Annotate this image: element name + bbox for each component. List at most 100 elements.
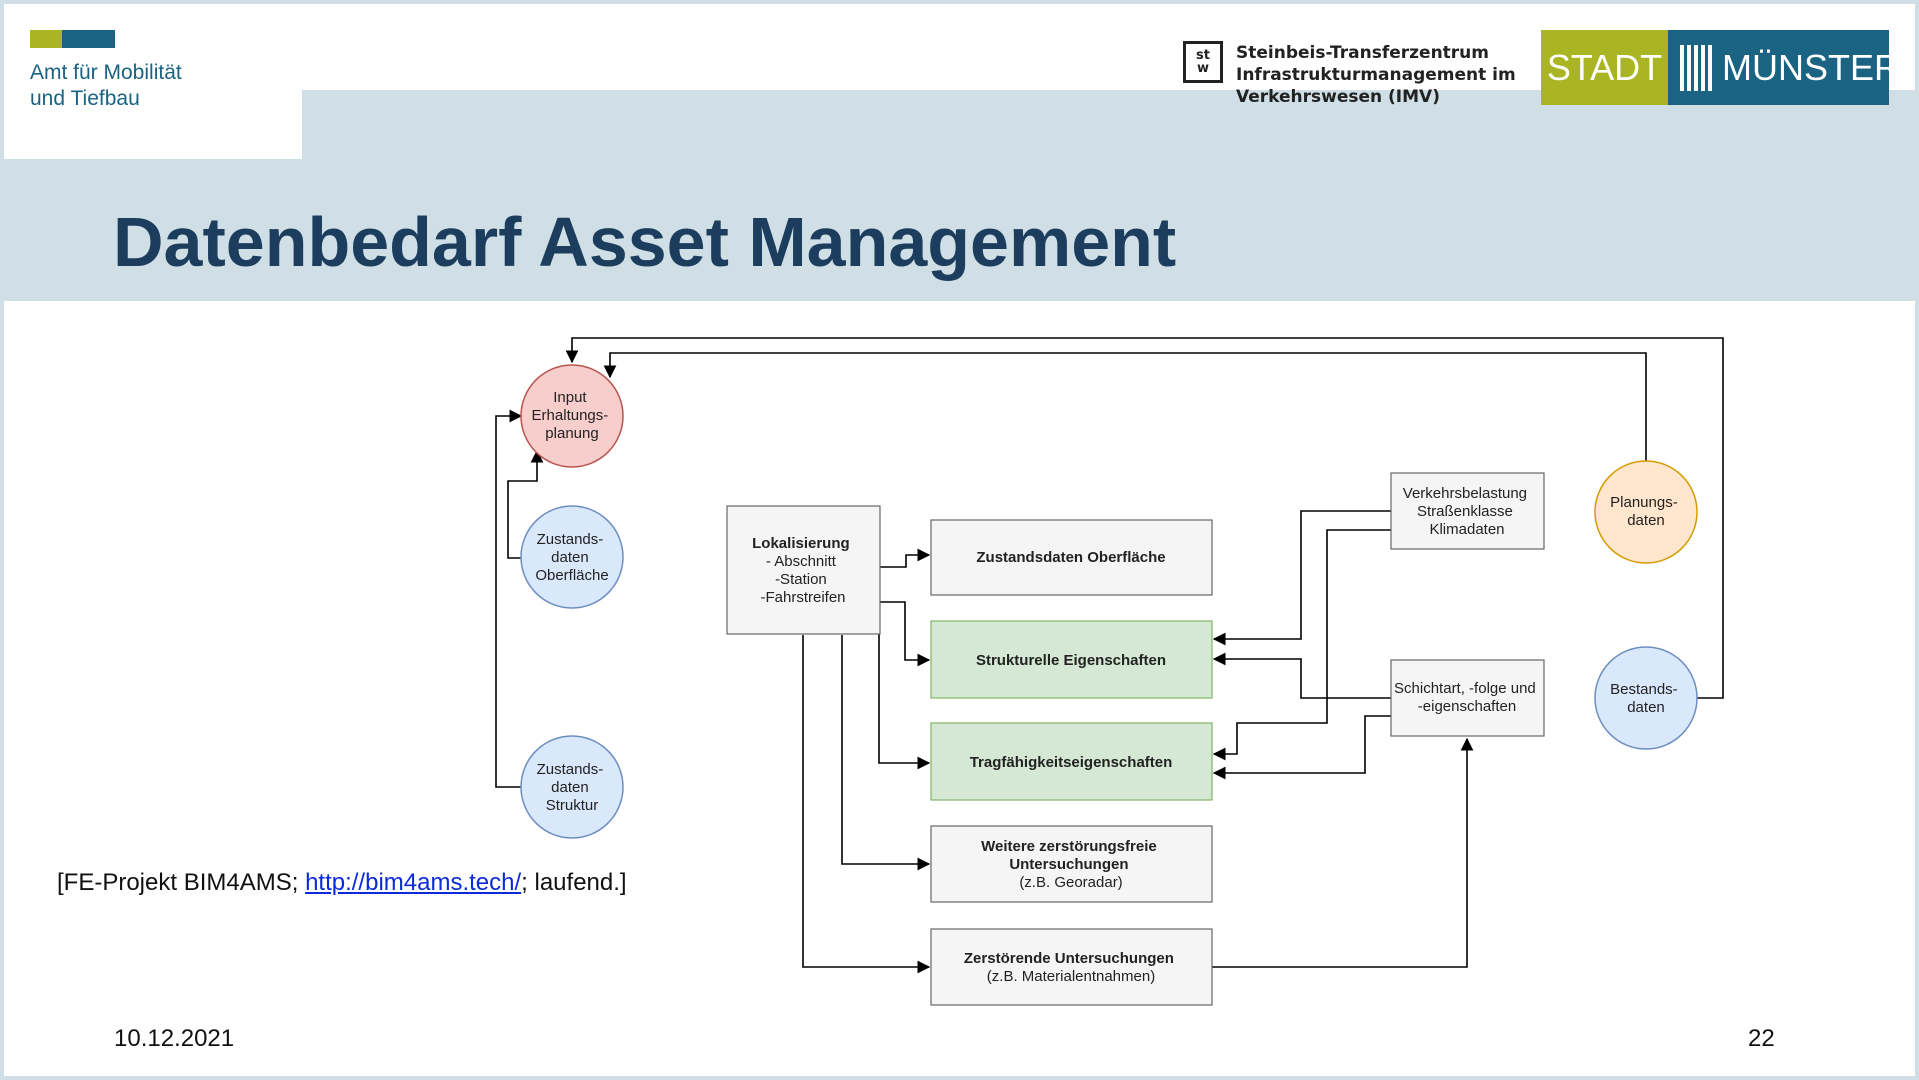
edge-oberflaeche-circle-to-input <box>507 449 544 559</box>
node-zustand-struktur-circle-line-1: Zustands- <box>537 761 604 778</box>
node-weitere-untersuchungen-shape <box>930 825 1213 903</box>
node-verkehrsbelastung-shape <box>1390 472 1545 550</box>
city-logo-muenster-text: MÜNSTER <box>1722 46 1900 88</box>
node-weitere-untersuchungen-line-3: (z.B. Georadar) <box>1019 874 1122 891</box>
node-lokalisierung-line-2: - Abschnitt <box>766 553 837 570</box>
node-zustand-struktur-circle-line-2: daten <box>551 779 589 796</box>
svg-text:Zustandsdaten Oberfläche: Zustandsdaten Oberfläche <box>976 549 1165 566</box>
org-logo-text: Amt für Mobilität und Tiefbau <box>30 61 182 110</box>
node-verkehrsbelastung-line-2: Straßenklasse <box>1417 503 1513 520</box>
citation-link[interactable]: http://bim4ams.tech/ <box>305 869 522 896</box>
svg-text:Weitere zerstörungsfreie: Weitere zerstörungsfreie Untersuchungen … <box>981 838 1161 891</box>
node-zustand-oberflaeche-circle-line-2: daten <box>551 549 589 566</box>
connectors <box>495 337 1724 974</box>
org-logo-bar-blue <box>62 30 115 48</box>
node-zustand-oberflaeche-circle: Zustands- daten Oberfläche <box>520 505 624 609</box>
node-strukturelle-eigenschaften-shape <box>930 620 1213 699</box>
node-verkehrsbelastung-line-3: Klimadaten <box>1429 521 1504 538</box>
node-input-line-2: Erhaltungs- <box>532 407 609 424</box>
edge-planung-to-input <box>603 352 1647 461</box>
citation: [FE-Projekt BIM4AMS; http://bim4ams.tech… <box>57 869 627 897</box>
node-zerstoerende-untersuchungen: Zerstörende Untersuchungen (z.B. Materia… <box>930 928 1213 1006</box>
edge-bestand-to-input <box>565 337 1724 699</box>
node-bestandsdaten: Bestands- daten <box>1594 646 1698 750</box>
edge-lokal-to-zustandsdaten <box>880 548 931 568</box>
node-zustand-struktur-circle: Zustands- daten Struktur <box>520 735 624 839</box>
node-input-line-1: Input <box>553 389 587 406</box>
footer-date: 10.12.2021 <box>114 1025 235 1052</box>
node-schichtart-line-2: -eigenschaften <box>1418 698 1516 715</box>
node-zustandsdaten-oberflaeche: Zustandsdaten Oberfläche <box>930 519 1213 596</box>
citation-suffix: ; laufend.] <box>521 869 627 896</box>
svg-text:Zustands- daten St: Zustands- daten Struktur <box>537 761 608 814</box>
node-tragfaehigkeit-shape <box>930 722 1213 801</box>
node-bestandsdaten-line-2: daten <box>1627 699 1665 716</box>
node-planungsdaten-line-2: daten <box>1627 512 1665 529</box>
node-zerstoerende-untersuchungen-shape <box>930 928 1213 1006</box>
node-input: Input Erhaltungs- planung <box>520 364 624 468</box>
edge-schicht-to-tragfaehigkeit <box>1212 715 1391 780</box>
org-logo-panel <box>4 4 302 159</box>
svg-text:Strukturelle Eigenschaften: Strukturelle Eigenschaften <box>976 652 1166 669</box>
node-zerstoerende-untersuchungen-line-1: Zerstörende Untersuchungen <box>964 950 1174 967</box>
svg-text:Planungs- daten: Planungs- daten <box>1610 494 1682 529</box>
node-zustand-oberflaeche-circle-line-3: Oberfläche <box>535 567 608 584</box>
edge-lokal-to-tragfaehigkeit <box>878 617 931 770</box>
svg-text:Schichtart, -folge und -: Schichtart, -folge und -eigenschaften <box>1394 680 1540 715</box>
edge-zerstoerende-to-schichtart <box>1212 737 1474 968</box>
node-lokalisierung-shape <box>726 505 881 635</box>
node-weitere-untersuchungen-line-1: Weitere zerstörungsfreie <box>981 838 1157 855</box>
node-weitere-untersuchungen: Weitere zerstörungsfreie Untersuchungen … <box>930 825 1213 903</box>
node-lokalisierung-line-4: -Fahrstreifen <box>760 589 845 606</box>
city-logo-pillars-icon <box>1680 44 1712 91</box>
svg-text:Input Erhaltungs-: Input Erhaltungs- planung <box>532 389 613 442</box>
node-verkehrsbelastung-line-1: Verkehrsbelastung <box>1403 485 1527 502</box>
node-tragfaehigkeit: Tragfähigkeitseigenschaften <box>930 722 1213 801</box>
edge-lokal-to-strukturelle <box>880 601 931 667</box>
node-planungsdaten: Planungs- daten <box>1594 460 1698 564</box>
edge-schicht-to-strukturelle <box>1212 652 1391 699</box>
city-logo-muenster: MÜNSTER <box>1668 30 1900 105</box>
node-strukturelle-eigenschaften-label: Strukturelle Eigenschaften <box>976 652 1166 669</box>
stw-logo-icon: st w <box>1183 41 1223 83</box>
edge-lokal-to-weitere <box>841 635 931 871</box>
svg-text:Verkehrsbelastung Straße: Verkehrsbelastung Straßenklasse Klimadat… <box>1403 485 1531 538</box>
org-logo-bar-green <box>30 30 62 48</box>
node-strukturelle-eigenschaften: Strukturelle Eigenschaften <box>930 620 1213 699</box>
node-input-shape <box>520 364 624 468</box>
city-logo-stadt: STADT <box>1541 30 1668 105</box>
partner-logo-text: Steinbeis-Transferzentrum Infrastrukturm… <box>1236 43 1516 107</box>
node-planungsdaten-line-1: Planungs- <box>1610 494 1678 511</box>
svg-text:Zerstörende Untersuchungen: Zerstörende Untersuchungen (z.B. Materia… <box>964 950 1178 985</box>
edge-verkehr-to-strukturelle <box>1212 510 1391 646</box>
node-lokalisierung-line-3: -Station <box>775 571 827 588</box>
node-zustand-oberflaeche-circle-shape <box>520 505 624 609</box>
page-title: Datenbedarf Asset Management <box>113 203 1177 281</box>
svg-text:Bestands- daten: Bestands- daten <box>1610 681 1682 716</box>
stw-logo-letters-top: st <box>1196 48 1210 63</box>
node-zerstoerende-untersuchungen-line-2: (z.B. Materialentnahmen) <box>987 968 1155 985</box>
node-bestandsdaten-shape <box>1594 646 1698 750</box>
svg-text:Lokalisierung - Abschnit: Lokalisierung - Abschnitt -Station -Fahr… <box>752 535 854 606</box>
node-zustand-struktur-circle-line-3: Struktur <box>546 797 599 814</box>
edge-struktur-circle-to-input <box>495 409 523 788</box>
node-weitere-untersuchungen-line-2: Untersuchungen <box>1009 856 1128 873</box>
city-logo-stadt-text: STADT <box>1546 46 1663 88</box>
edge-verkehr-to-tragfaehigkeit <box>1212 529 1391 761</box>
node-planungsdaten-shape <box>1594 460 1698 564</box>
node-schichtart: Schichtart, -folge und -eigenschaften <box>1390 659 1545 737</box>
node-zustandsdaten-oberflaeche-label: Zustandsdaten Oberfläche <box>976 549 1165 566</box>
node-verkehrsbelastung: Verkehrsbelastung Straßenklasse Klimadat… <box>1390 472 1545 550</box>
node-lokalisierung: Lokalisierung - Abschnitt -Station -Fahr… <box>726 505 881 635</box>
node-input-line-3: planung <box>545 425 598 442</box>
svg-text:Tragfähigkeitseigenschaften: Tragfähigkeitseigenschaften <box>970 754 1173 771</box>
node-bestandsdaten-line-1: Bestands- <box>1610 681 1678 698</box>
node-schichtart-line-1: Schichtart, -folge und <box>1394 680 1536 697</box>
footer-page-number: 22 <box>1748 1025 1775 1052</box>
node-zustand-oberflaeche-circle-line-1: Zustands- <box>537 531 604 548</box>
node-tragfaehigkeit-label: Tragfähigkeitseigenschaften <box>970 754 1173 771</box>
node-zustand-struktur-circle-shape <box>520 735 624 839</box>
node-lokalisierung-line-1: Lokalisierung <box>752 535 850 552</box>
